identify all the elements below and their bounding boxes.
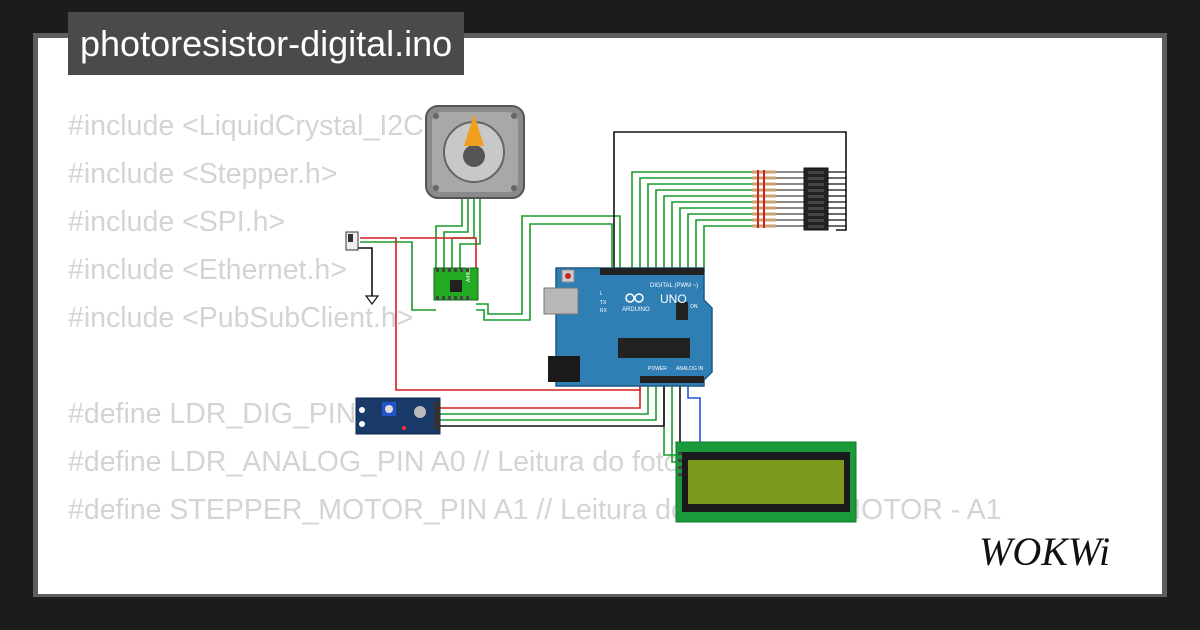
wire bbox=[687, 213, 752, 272]
wire bbox=[639, 177, 752, 272]
wire bbox=[647, 183, 752, 272]
wire bbox=[435, 198, 463, 270]
wokwi-logo-icon: WOKWi bbox=[979, 529, 1110, 574]
code-line: #include <Stepper.h> bbox=[68, 158, 338, 190]
wire bbox=[400, 237, 477, 270]
led-bar-graph[interactable] bbox=[803, 167, 846, 231]
driver-label: A4988 bbox=[466, 266, 472, 282]
wire bbox=[459, 198, 481, 270]
red-wires bbox=[360, 237, 641, 409]
wire bbox=[695, 219, 752, 272]
tx-label: TX bbox=[600, 300, 607, 306]
code-line: #define LDR_DIG_PIN 2 bbox=[68, 398, 381, 430]
a4988-driver[interactable]: A4988 bbox=[433, 266, 479, 301]
slide-switch-icon[interactable] bbox=[345, 231, 359, 251]
analog-label: ANALOG IN bbox=[676, 366, 704, 372]
wire bbox=[613, 131, 847, 272]
ground-symbol-icon bbox=[364, 295, 380, 305]
rx-label: RX bbox=[600, 308, 608, 314]
wire bbox=[451, 198, 475, 270]
arduino-uno-board[interactable]: DIGITAL (PWM ~) UNO ARDUINO POWER ANALOG… bbox=[543, 267, 713, 387]
wire bbox=[440, 384, 665, 427]
wire bbox=[631, 171, 752, 272]
l-label: L bbox=[600, 291, 603, 297]
digital-label: DIGITAL (PWM ~) bbox=[650, 283, 698, 289]
wire bbox=[360, 241, 436, 311]
code-line: #include <Ethernet.h> bbox=[68, 254, 347, 286]
wire bbox=[703, 225, 752, 272]
wire bbox=[476, 215, 621, 315]
ldr-sensor-icon[interactable] bbox=[355, 397, 441, 435]
wire bbox=[671, 201, 752, 272]
logo-text: WOKWi bbox=[979, 529, 1110, 574]
board-model: UNO bbox=[660, 292, 687, 306]
code-line: #include <PubSubClient.h> bbox=[68, 302, 414, 334]
code-line: #include <LiquidCrystal_I2C.h> bbox=[68, 110, 465, 142]
wire bbox=[440, 384, 657, 421]
blue-wires bbox=[682, 384, 701, 449]
circuit-diagram: A4988 bbox=[345, 105, 857, 523]
wire bbox=[440, 384, 649, 415]
board-brand: ARDUINO bbox=[622, 307, 650, 313]
wire bbox=[352, 247, 373, 296]
on-label: ON bbox=[690, 304, 698, 310]
code-line: LiquidCrystal_I2C lcd(0x27, 20, 4); bbox=[68, 590, 505, 594]
wire bbox=[682, 384, 701, 449]
wire bbox=[655, 189, 752, 272]
lcd-16x2[interactable] bbox=[675, 441, 857, 523]
code-line: #include <SPI.h> bbox=[68, 206, 286, 238]
wire bbox=[440, 384, 641, 409]
page-title: photoresistor-digital.ino bbox=[68, 12, 465, 75]
wire bbox=[443, 198, 469, 270]
power-label: POWER bbox=[648, 366, 667, 372]
arduino-infinity-logo bbox=[625, 293, 644, 303]
wire bbox=[476, 223, 613, 321]
stepper-motor-icon[interactable] bbox=[425, 105, 525, 199]
green-wires bbox=[360, 171, 752, 463]
wire bbox=[663, 195, 752, 272]
resistor-array[interactable] bbox=[752, 170, 806, 228]
wire bbox=[679, 207, 752, 272]
project-preview-card[interactable]: #include <LiquidCrystal_I2C.h> #include … bbox=[38, 38, 1162, 594]
